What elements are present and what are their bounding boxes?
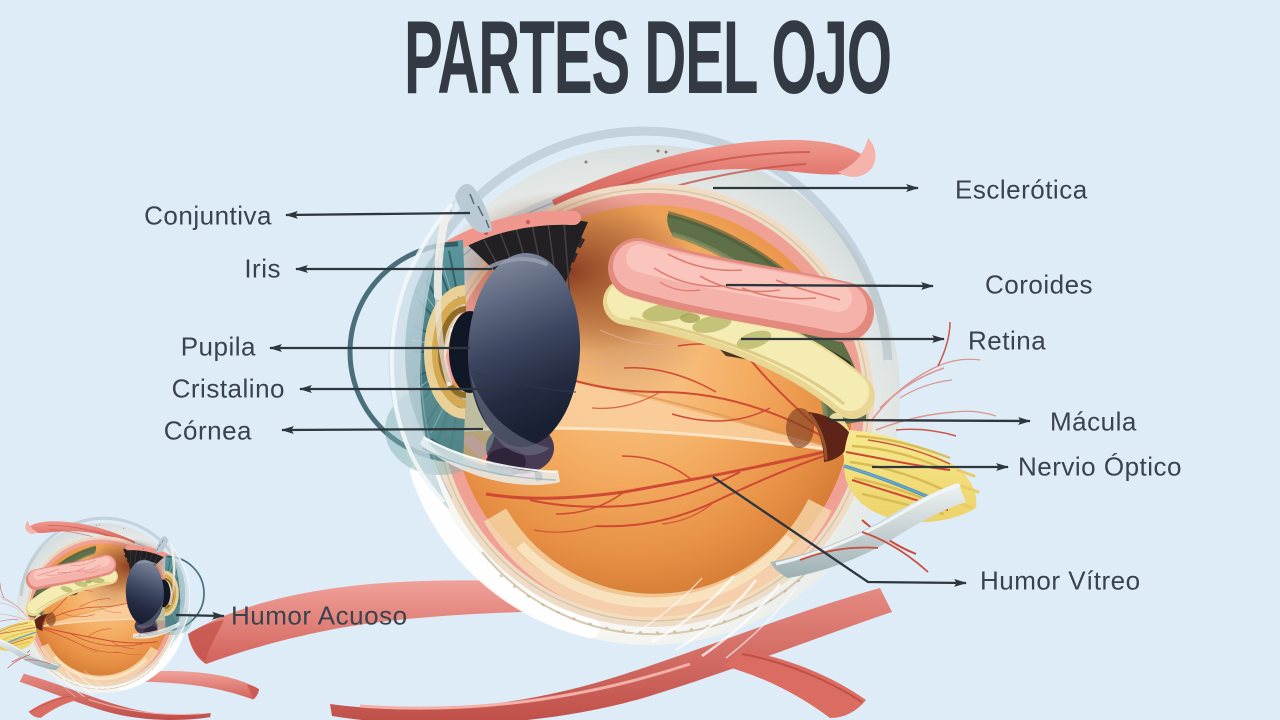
- label-cristalino: Cristalino: [171, 373, 285, 404]
- label-retina: Retina: [968, 325, 1047, 356]
- label-coroides: Coroides: [985, 269, 1094, 300]
- label-humor-acuoso: Humor Acuoso: [231, 600, 408, 631]
- label-cornea: Córnea: [163, 415, 252, 446]
- arrow-macula: [827, 416, 1031, 425]
- label-nervio-optico: Nervio Óptico: [1018, 451, 1182, 482]
- label-iris: Iris: [244, 253, 281, 284]
- label-humor-vitreo: Humor Vítreo: [980, 565, 1141, 596]
- label-pupila: Pupila: [180, 331, 256, 362]
- page-title: PARTES DEL OJO: [403, 0, 892, 116]
- eye-diagram-main: [188, 131, 996, 720]
- arrow-humor-vitreo: [712, 476, 967, 587]
- label-macula: Mácula: [1050, 406, 1137, 437]
- arrow-coroides: [725, 281, 934, 290]
- arrow-cornea: [281, 425, 484, 434]
- label-conjuntiva: Conjuntiva: [144, 200, 272, 231]
- leader-arrows: [175, 184, 1031, 620]
- arrow-humor-acuoso: [175, 611, 225, 620]
- label-esclerotica: Esclerótica: [955, 174, 1088, 205]
- arrow-conjuntiva: [285, 210, 471, 219]
